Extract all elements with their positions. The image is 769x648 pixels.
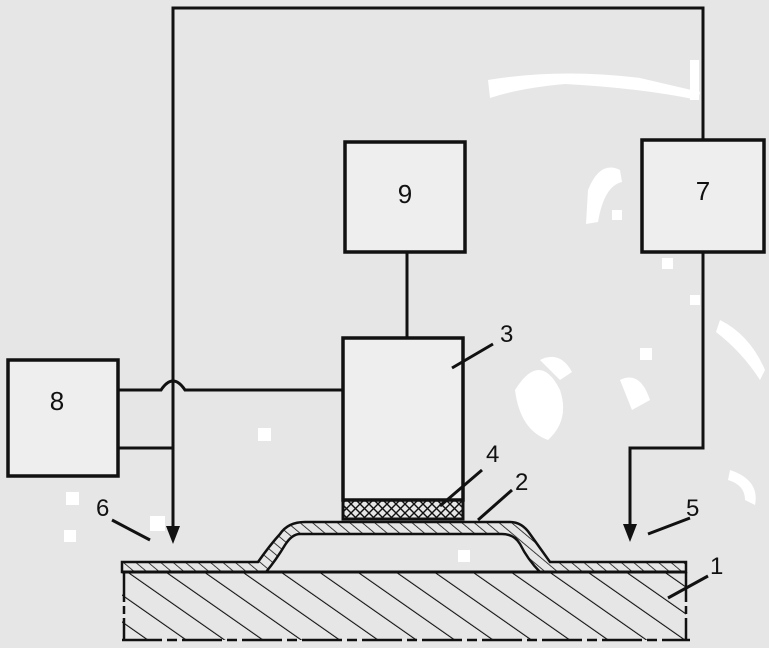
block-3: [341, 336, 465, 521]
substrate-1: [122, 570, 690, 642]
block-7: 7: [640, 138, 766, 254]
label-5: 5: [686, 495, 699, 522]
arrowhead-6: [166, 526, 180, 544]
label-1: 1: [710, 553, 723, 580]
label-2: 2: [515, 469, 528, 496]
arrowhead-5: [623, 524, 637, 542]
block-9: 9: [343, 140, 467, 254]
label-6: 6: [96, 495, 109, 522]
wire-7-to-5: [628, 252, 705, 535]
block-7-label: 7: [696, 176, 710, 206]
block-8: 8: [6, 358, 120, 478]
wires: [118, 6, 705, 540]
coating-layer-2: [120, 520, 688, 574]
label-3: 3: [500, 321, 513, 348]
leader-lines: [111, 342, 709, 600]
layer-4-crosshatch: [341, 498, 465, 521]
block-8-label: 8: [50, 386, 64, 416]
label-4: 4: [486, 441, 499, 468]
block-9-label: 9: [398, 179, 412, 209]
wire-8-to-3: [118, 379, 345, 392]
wire-top-loop: [171, 6, 705, 540]
